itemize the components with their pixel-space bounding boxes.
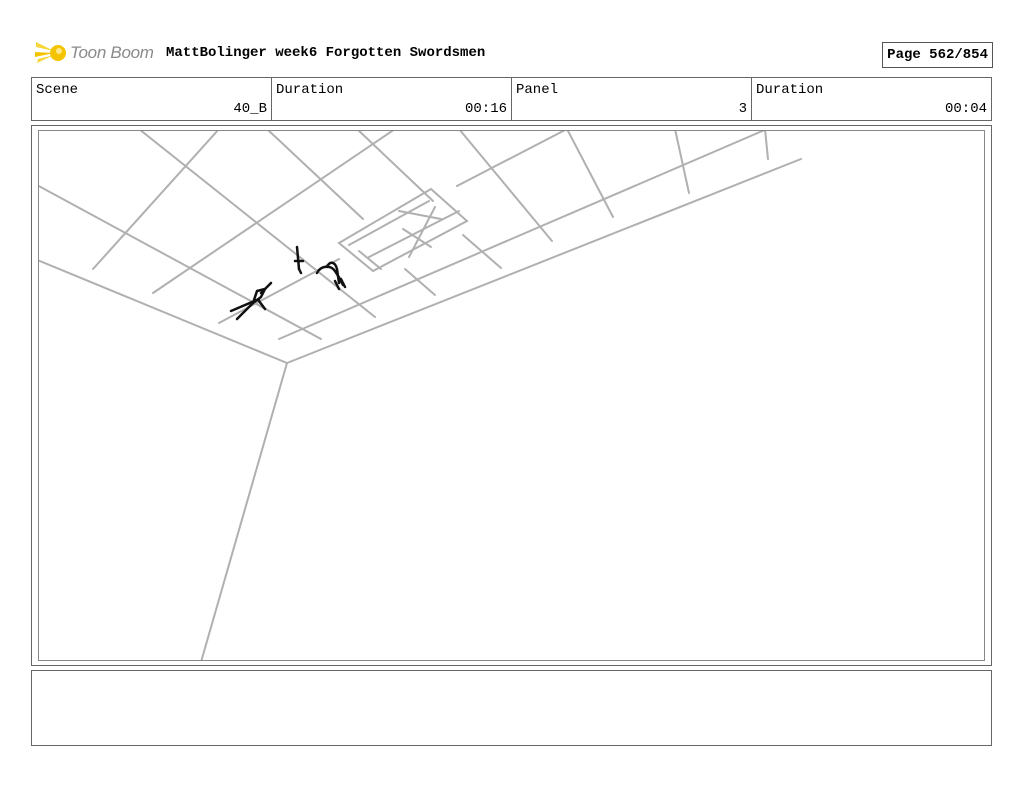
panel-duration-value: 00:04 [944,101,987,117]
panel-frame [38,130,985,661]
project-title: MattBolinger week6 Forgotten Swordsmen [166,45,486,61]
scene-value: 40_B [233,101,267,117]
scene-label: Scene [36,82,79,98]
scene-duration-label: Duration [276,82,344,98]
panel-sketch [39,131,802,660]
page-counter: Page 562/854 [882,42,993,68]
scene-info-row: Scene 40_B Duration 00:16 Panel 3 Durati… [31,77,992,121]
scene-duration-value: 00:16 [464,101,507,117]
panel-duration-cell: Duration 00:04 [752,78,991,120]
comet-logo-icon [35,42,66,63]
ceiling-grid-sketch [39,131,802,660]
storyboard-header: Toon Boom MattBolinger week6 Forgotten S… [31,36,993,70]
panel-value: 3 [738,101,747,117]
scene-cell: Scene 40_B [32,78,272,120]
scene-duration-cell: Duration 00:16 [272,78,512,120]
swordsman-figures [229,245,347,321]
logo-text: Toon Boom [70,43,154,62]
toon-boom-logo: Toon Boom [34,38,159,68]
panel-duration-label: Duration [756,82,824,98]
panel-label: Panel [516,82,559,98]
panel-notes[interactable] [31,670,992,746]
panel-cell: Panel 3 [512,78,752,120]
storyboard-panel [31,125,992,666]
